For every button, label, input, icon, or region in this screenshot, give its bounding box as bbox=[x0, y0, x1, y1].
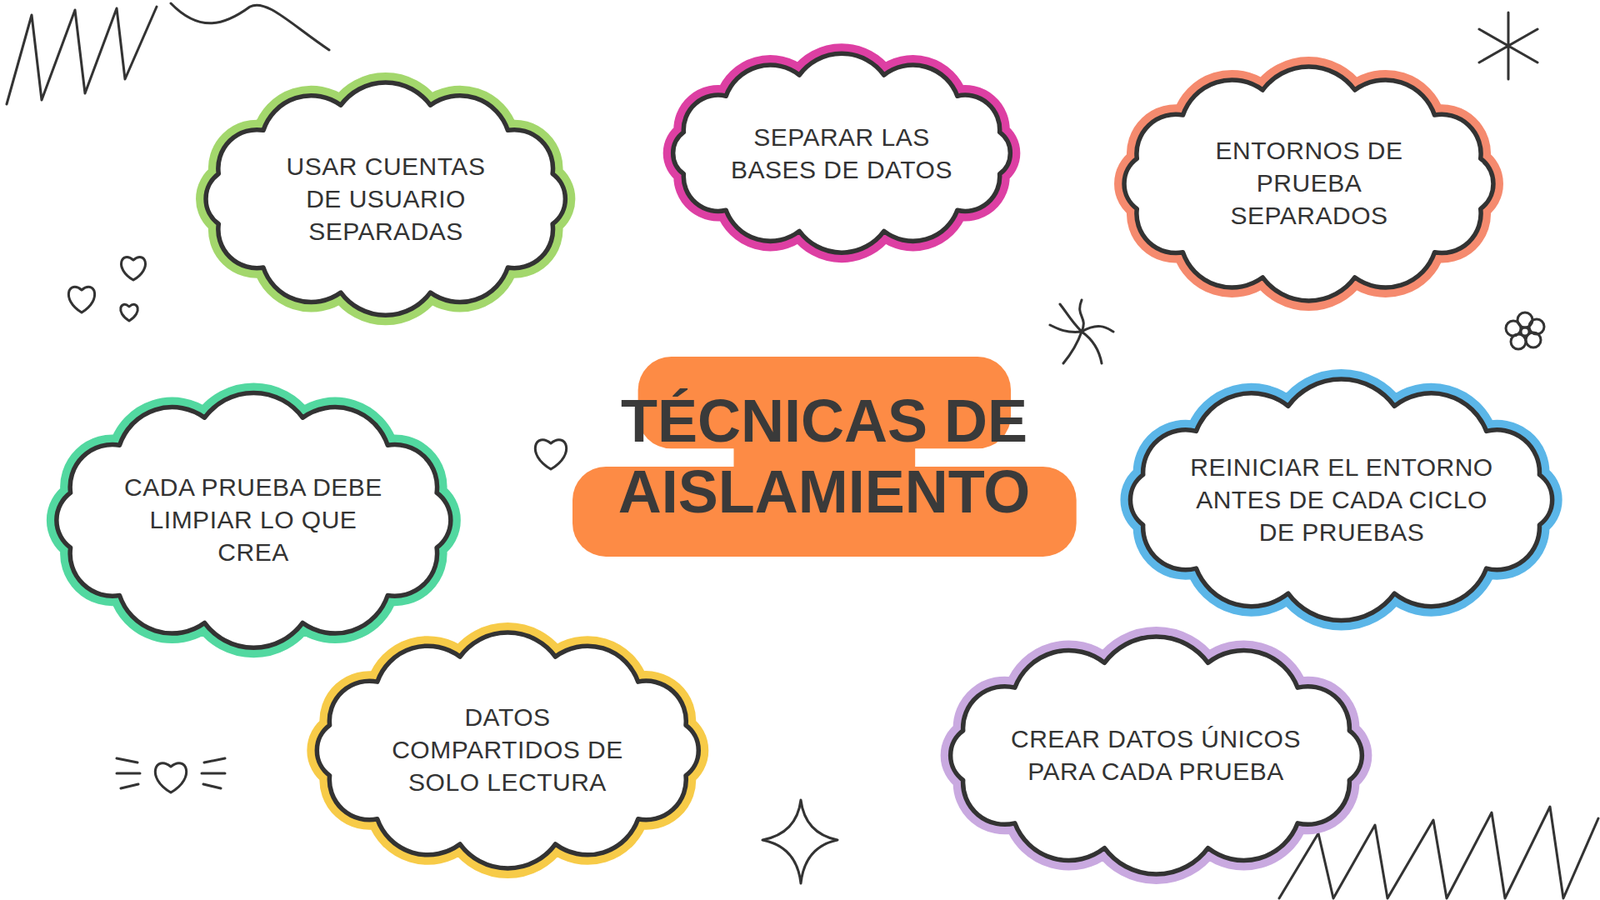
heart-doodle bbox=[120, 304, 139, 321]
cloud-color-band bbox=[950, 635, 1362, 874]
text-group: USAR CUENTAS DE USUARIO SEPARADAS bbox=[270, 150, 500, 248]
cloud-outline bbox=[643, 37, 1040, 269]
heart-doodle bbox=[155, 763, 186, 793]
cloud-color-band bbox=[56, 392, 451, 648]
idea-cloud: REINICIAR EL ENTORNO ANTES DE CADA CICLO… bbox=[1095, 362, 1587, 637]
idea-cloud: USAR CUENTAS DE USUARIO SEPARADAS bbox=[176, 65, 595, 332]
heart-doodle bbox=[535, 440, 566, 470]
heart-doodle bbox=[68, 286, 95, 313]
cloud-ink-outline bbox=[205, 82, 565, 315]
text-group: SEPARAR LAS BASES DE DATOS bbox=[720, 120, 963, 186]
flower-doodle bbox=[1520, 327, 1530, 336]
cloud-text: USAR CUENTAS DE USUARIO SEPARADAS bbox=[270, 150, 500, 248]
heart-doodle bbox=[121, 257, 146, 280]
cloud-text: ENTORNOS DE PRUEBA SEPARADOS bbox=[1184, 134, 1435, 232]
text-group: CREAR DATOS ÚNICOS PARA CADA PRUEBA bbox=[1005, 722, 1306, 788]
cloud-color-band bbox=[673, 54, 1011, 254]
cloud-ink-outline bbox=[1125, 65, 1495, 300]
cloud-ink-outline bbox=[316, 632, 699, 869]
idea-cloud: DATOS COMPARTIDOS DE SOLO LECTURA bbox=[285, 615, 730, 885]
text-group: REINICIAR EL ENTORNO ANTES DE CADA CICLO… bbox=[1187, 450, 1496, 549]
asterisk-flower bbox=[1050, 300, 1114, 364]
text-group: CADA PRUEBA DEBE LIMPIAR LO QUE CREA bbox=[111, 470, 395, 569]
idea-cloud: SEPARAR LAS BASES DE DATOS bbox=[643, 37, 1040, 269]
cloud-ink-outline bbox=[950, 635, 1362, 874]
cloud-text: REINICIAR EL ENTORNO ANTES DE CADA CICLO… bbox=[1187, 450, 1496, 549]
cloud-text: DATOS COMPARTIDOS DE SOLO LECTURA bbox=[370, 700, 645, 799]
cloud-ink-outline bbox=[56, 392, 451, 648]
cloud-color-band bbox=[316, 632, 699, 869]
text-group: TÉCNICAS DE AISLAMIENTO bbox=[618, 385, 1031, 528]
cloud-ink-outline bbox=[673, 54, 1011, 254]
zigzag-scribble bbox=[6, 3, 330, 105]
title-shape-outline bbox=[572, 356, 1077, 557]
text-group: DATOS COMPARTIDOS DE SOLO LECTURA bbox=[370, 700, 645, 799]
idea-cloud: ENTORNOS DE PRUEBA SEPARADOS bbox=[1094, 50, 1524, 318]
cloud-outline bbox=[916, 620, 1396, 891]
idea-cloud: CREAR DATOS ÚNICOS PARA CADA PRUEBA bbox=[916, 620, 1396, 891]
flower-doodle bbox=[1505, 320, 1521, 336]
four-point-star bbox=[762, 800, 838, 884]
idea-cloud: CADA PRUEBA DEBE LIMPIAR LO QUE CREA bbox=[25, 375, 482, 665]
title-shape: TÉCNICAS DE AISLAMIENTO bbox=[572, 356, 1077, 557]
title-text: TÉCNICAS DE AISLAMIENTO bbox=[618, 385, 1031, 528]
cloud-ink-outline bbox=[1130, 379, 1553, 621]
text-group: ENTORNOS DE PRUEBA SEPARADOS bbox=[1184, 134, 1435, 232]
cloud-text: CREAR DATOS ÚNICOS PARA CADA PRUEBA bbox=[1005, 722, 1306, 788]
cloud-color-band bbox=[1125, 65, 1495, 300]
cloud-text: SEPARAR LAS BASES DE DATOS bbox=[720, 120, 963, 186]
cloud-color-band bbox=[205, 82, 565, 315]
heart-rays bbox=[116, 758, 225, 789]
cloud-text: CADA PRUEBA DEBE LIMPIAR LO QUE CREA bbox=[111, 470, 395, 569]
cloud-color-band bbox=[1130, 379, 1553, 621]
sparkle-star bbox=[1479, 12, 1538, 80]
